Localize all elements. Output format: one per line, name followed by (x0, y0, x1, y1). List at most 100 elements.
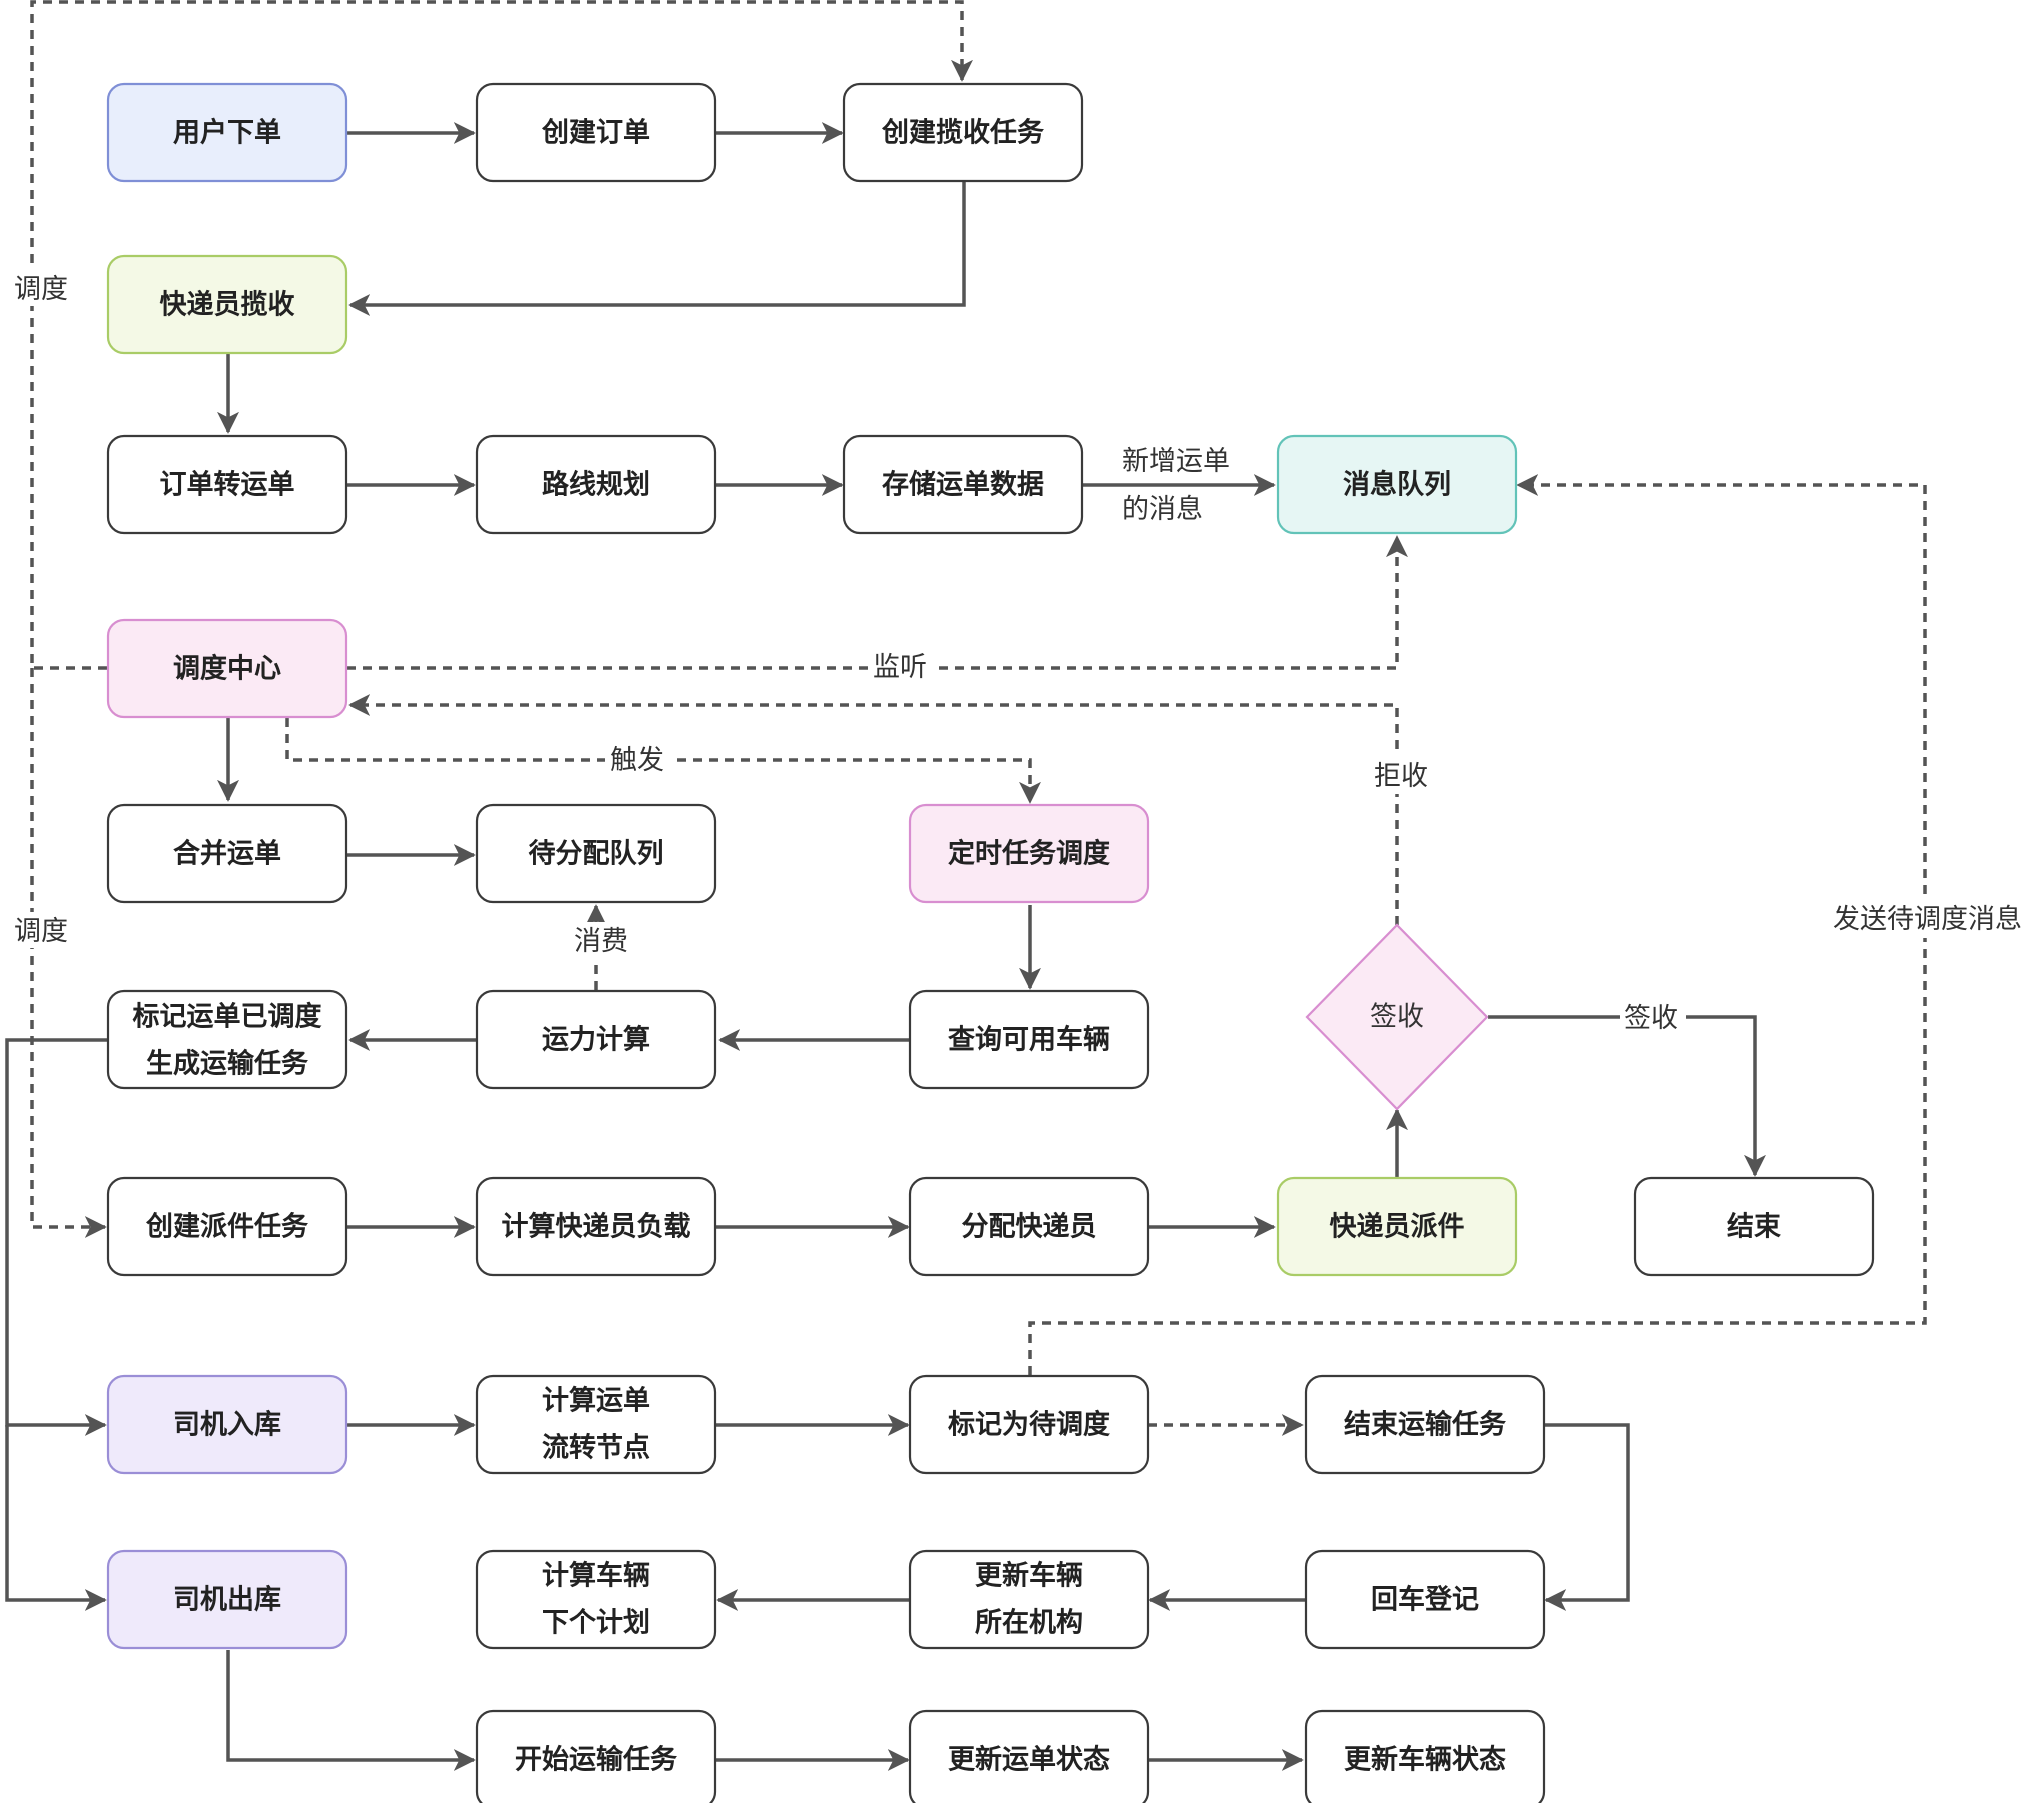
edge-reject (348, 694, 1399, 925)
node-label-line1: 计算运单 (542, 1385, 650, 1417)
node-label: 回车登记 (1371, 1584, 1479, 1616)
edge-trigger (285, 718, 1041, 804)
node-merge-waybill[interactable]: 合并运单 (106, 803, 348, 904)
node-label: 更新车辆状态 (1344, 1744, 1506, 1776)
edge-label-consume: 消费 (574, 926, 628, 957)
node-route-planning[interactable]: 路线规划 (475, 434, 717, 535)
node-label: 计算快递员负载 (502, 1211, 691, 1243)
edge-label-dispatch-bottom: 调度 (14, 916, 68, 947)
node-label-line2: 流转节点 (542, 1433, 650, 1464)
label-bg (570, 922, 636, 960)
node-label: 运力计算 (542, 1024, 650, 1056)
node-order-to-waybill[interactable]: 订单转运单 (106, 434, 348, 535)
node-create-pickup-task[interactable]: 创建揽收任务 (842, 82, 1084, 183)
node-courier-pickup[interactable]: 快递员揽收 (106, 254, 348, 355)
node-create-delivery-task[interactable]: 创建派件任务 (106, 1176, 348, 1277)
node-label: 快递员揽收 (160, 289, 295, 321)
node-label: 创建揽收任务 (881, 118, 1044, 149)
node-label: 创建订单 (541, 118, 650, 149)
node-label: 定时任务调度 (948, 838, 1110, 870)
edge-label-new-waybill-line1: 新增运单 (1122, 446, 1230, 477)
label-bg (1620, 998, 1686, 1036)
node-label: 查询可用车辆 (948, 1024, 1110, 1056)
node-driver-outbound[interactable]: 司机出库 (106, 1549, 348, 1650)
node-label: 签收 (1370, 1002, 1424, 1033)
edges (5, 0, 1927, 1771)
node-label-line2: 下个计划 (542, 1608, 650, 1639)
node-label: 待分配队列 (529, 839, 664, 870)
node-query-vehicles[interactable]: 查询可用车辆 (908, 989, 1150, 1090)
node-label: 标记为待调度 (948, 1409, 1110, 1441)
node-end-transport-task[interactable]: 结束运输任务 (1304, 1374, 1546, 1475)
node-label: 结束 (1727, 1212, 1781, 1243)
node-label: 用户下单 (173, 117, 281, 149)
node-label: 更新运单状态 (948, 1744, 1110, 1776)
label-bg (868, 648, 934, 686)
label-bg (605, 740, 671, 778)
nodes: 用户下单 创建订单 创建揽收任务 快递员揽收 订单转运单 路线规划 存储运单数据 (106, 82, 1875, 1803)
edge-mark-to-driver-outbound (5, 1425, 107, 1611)
edge-labels: 调度 调度 新增运单 的消息 监听 触发 拒收 消费 签收 发送待调度消息 (10, 270, 2026, 1036)
edge-mark-to-driver-inbound (5, 1038, 107, 1436)
node-create-order[interactable]: 创建订单 (475, 82, 717, 183)
node-label: 路线规划 (542, 469, 650, 501)
node-pending-queue[interactable]: 待分配队列 (475, 803, 717, 904)
node-assign-courier[interactable]: 分配快递员 (908, 1176, 1150, 1277)
node-update-vehicle-status[interactable]: 更新车辆状态 (1304, 1709, 1546, 1803)
node-sign-decision[interactable]: 签收 (1305, 923, 1489, 1111)
node-label: 开始运输任务 (515, 1744, 677, 1776)
edge-listen (347, 535, 1408, 670)
edge-send-pending-message (1028, 474, 1927, 1375)
node-end[interactable]: 结束 (1633, 1176, 1875, 1277)
label-bg (10, 270, 70, 306)
node-calc-next-plan[interactable]: 计算车辆 下个计划 (475, 1549, 717, 1650)
edge-label-dispatch-top: 调度 (14, 274, 68, 305)
edge-label-send-pending-message: 发送待调度消息 (1833, 904, 2022, 935)
node-return-register[interactable]: 回车登记 (1304, 1549, 1546, 1650)
node-mark-pending[interactable]: 标记为待调度 (908, 1374, 1150, 1475)
edge-end-task-to-return (1543, 1423, 1630, 1611)
node-update-vehicle-org[interactable]: 更新车辆 所在机构 (908, 1549, 1150, 1650)
node-label: 创建派件任务 (145, 1212, 308, 1243)
edge-label-reject: 拒收 (1374, 761, 1428, 792)
edge-outbound-to-start (226, 1650, 476, 1771)
node-message-queue[interactable]: 消息队列 (1276, 434, 1518, 535)
edge-dispatch-top-loop (30, 0, 973, 670)
node-label-line1: 计算车辆 (542, 1560, 650, 1592)
node-mark-waybill-dispatched[interactable]: 标记运单已调度 生成运输任务 (106, 989, 348, 1090)
node-label-line1: 更新车辆 (975, 1560, 1083, 1592)
edge-label-new-waybill-line2: 的消息 (1122, 494, 1203, 525)
node-label: 快递员派件 (1330, 1211, 1465, 1243)
node-label: 存储运单数据 (882, 470, 1044, 501)
node-dispatch-center[interactable]: 调度中心 (106, 618, 348, 719)
edge-label-trigger: 触发 (610, 745, 664, 776)
node-label-line1: 标记运单已调度 (133, 1001, 322, 1033)
node-start-transport-task[interactable]: 开始运输任务 (475, 1709, 717, 1803)
node-courier-delivery[interactable]: 快递员派件 (1276, 1176, 1518, 1277)
edge-label-sign: 签收 (1624, 1003, 1678, 1034)
node-calc-transfer-node[interactable]: 计算运单 流转节点 (475, 1374, 717, 1475)
node-label: 消息队列 (1343, 469, 1451, 501)
edge-sign-to-end (1488, 1015, 1766, 1177)
node-user-order[interactable]: 用户下单 (106, 82, 348, 183)
label-bg (1369, 756, 1435, 794)
node-label-line2: 所在机构 (975, 1608, 1083, 1639)
node-capacity-calc[interactable]: 运力计算 (475, 989, 717, 1090)
node-label-line2: 生成运输任务 (146, 1048, 308, 1080)
node-label: 订单转运单 (160, 470, 295, 501)
node-label: 结束运输任务 (1344, 1409, 1506, 1441)
node-label: 司机入库 (173, 1410, 281, 1441)
edge-label-listen: 监听 (873, 652, 927, 683)
node-label: 合并运单 (173, 838, 281, 870)
node-driver-inbound[interactable]: 司机入库 (106, 1374, 348, 1475)
node-scheduled-task[interactable]: 定时任务调度 (908, 803, 1150, 904)
label-bg (1830, 898, 2026, 938)
node-label: 调度中心 (173, 653, 281, 685)
edge-pickup-task-to-courier-pickup (348, 182, 966, 316)
node-calc-courier-load[interactable]: 计算快递员负载 (475, 1176, 717, 1277)
node-label: 司机出库 (173, 1585, 281, 1616)
node-store-waybill[interactable]: 存储运单数据 (842, 434, 1084, 535)
node-update-waybill-status[interactable]: 更新运单状态 (908, 1709, 1150, 1803)
node-label: 分配快递员 (962, 1211, 1097, 1243)
